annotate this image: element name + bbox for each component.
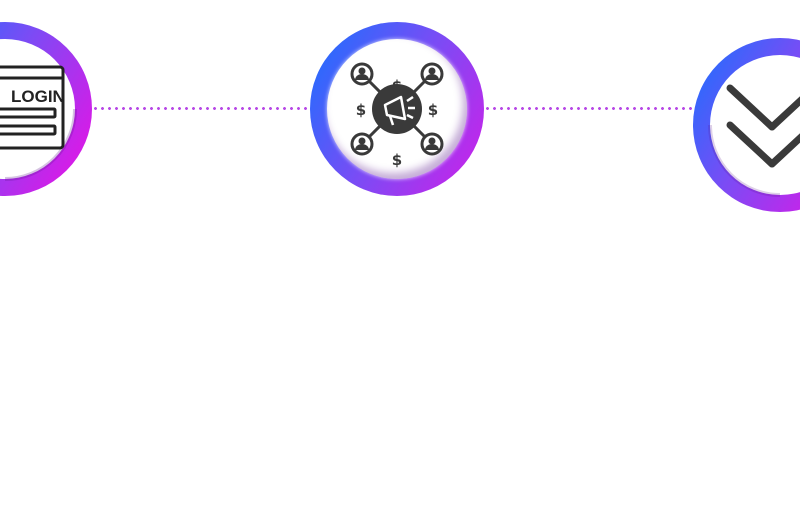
- svg-text:$: $: [428, 101, 438, 119]
- megaphone-network-icon: $ $ $ $: [327, 39, 467, 179]
- connector-line-2: [484, 107, 692, 110]
- login-label: LOGIN: [11, 87, 65, 106]
- svg-text:$: $: [392, 151, 402, 169]
- svg-text:$: $: [356, 101, 366, 119]
- step-marketing: $ $ $ $: [310, 22, 484, 196]
- connector-line-1: [92, 107, 308, 110]
- step-next: [693, 38, 800, 212]
- svg-text:$: $: [392, 77, 402, 95]
- login-form-icon: LOGIN: [0, 65, 65, 150]
- double-chevron-down-icon: [726, 84, 800, 168]
- step-login: LOGIN: [0, 22, 92, 196]
